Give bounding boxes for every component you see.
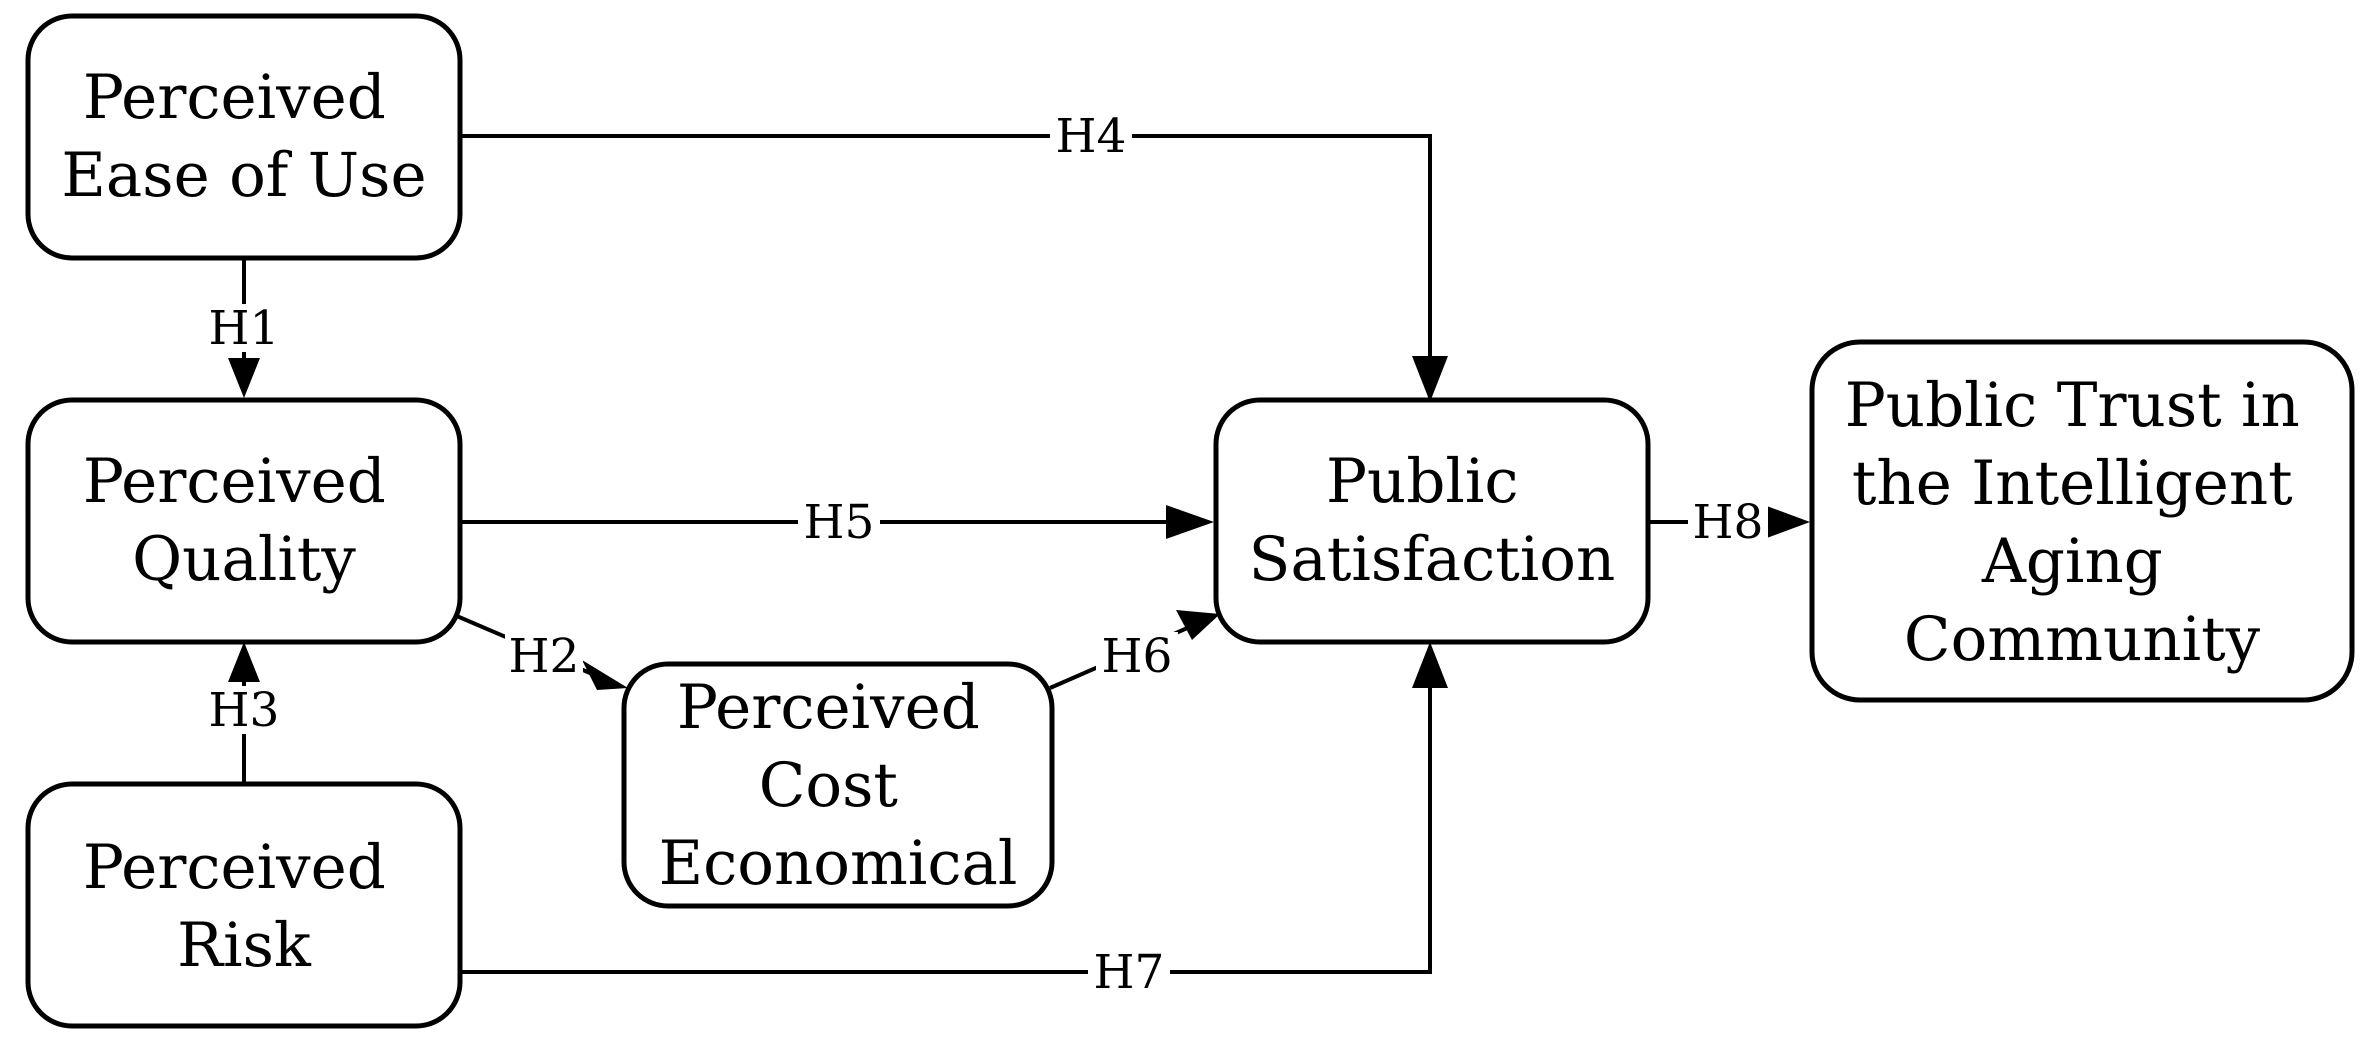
node-line: Cost [759, 750, 899, 821]
node-perceived-cost-economical: Perceived Cost Economical [621, 661, 1055, 909]
node-line: Perceived [83, 62, 386, 133]
edge-label-h2: H2 [509, 629, 580, 684]
node-line: Public Trust in [1845, 370, 2300, 441]
node-line: Public [1326, 446, 1519, 517]
edge-label-h4: H4 [1056, 109, 1127, 164]
edge-label-h5: H5 [804, 495, 875, 550]
arrowhead-h2 [582, 660, 628, 690]
arrowhead-h7 [1412, 642, 1448, 688]
arrowhead-h1 [228, 358, 260, 398]
edge-label-h6: H6 [1102, 629, 1173, 684]
svg-text:Perceived Quality: Perceived Quality [83, 446, 405, 595]
node-line: Perceived [677, 672, 980, 743]
arrowhead-h6 [1176, 610, 1220, 640]
node-line: Perceived [83, 446, 386, 517]
node-line: Community [1904, 604, 2261, 675]
svg-text:Perceived Cost Eco: Perceived Cost Economical [659, 672, 1018, 899]
node-perceived-ease-of-use: Perceived Ease of Use [25, 13, 463, 261]
node-line: Economical [659, 828, 1018, 899]
edge-label-h8: H8 [1693, 495, 1764, 550]
edge-h5: H5 [460, 495, 1214, 550]
edge-label-h7: H7 [1094, 945, 1165, 1000]
node-line: Risk [177, 910, 312, 981]
edge-h8: H8 [1650, 495, 1810, 550]
node-public-satisfaction: Public Satisfaction [1213, 397, 1651, 645]
edge-h7: H7 [460, 642, 1448, 1000]
edge-label-h1: H1 [209, 301, 280, 356]
edge-h1: H1 [206, 260, 284, 398]
node-line: Perceived [83, 832, 386, 903]
arrowhead-h5 [1166, 505, 1214, 539]
svg-text:Public Trust in the Inte: Public Trust in the Intelligent Aging Co… [1845, 370, 2319, 675]
node-public-trust: Public Trust in the Intelligent Aging Co… [1809, 339, 2355, 703]
svg-text:Perceived Ease of Use: Perceived Ease of Use [61, 62, 426, 211]
edge-h6: H6 [1049, 610, 1220, 690]
node-line: Quality [132, 524, 356, 595]
edge-label-h3: H3 [209, 683, 280, 738]
node-line: Satisfaction [1249, 524, 1616, 595]
node-perceived-quality: Perceived Quality [25, 397, 463, 645]
node-line: Ease of Use [61, 140, 426, 211]
node-line: Aging [1981, 526, 2163, 597]
edge-h2: H2 [451, 612, 628, 690]
svg-text:Perceived Risk: Perceived Risk [83, 832, 405, 981]
arrowhead-h8 [1764, 505, 1810, 539]
edge-h4: H4 [460, 109, 1448, 402]
edge-h3: H3 [206, 642, 284, 782]
arrowhead-h4 [1412, 356, 1448, 402]
node-perceived-risk: Perceived Risk [25, 781, 463, 1029]
node-line: the Intelligent [1852, 448, 2293, 519]
arrowhead-h3 [228, 642, 260, 682]
svg-text:Public Satisfaction: Public Satisfaction [1249, 446, 1616, 595]
